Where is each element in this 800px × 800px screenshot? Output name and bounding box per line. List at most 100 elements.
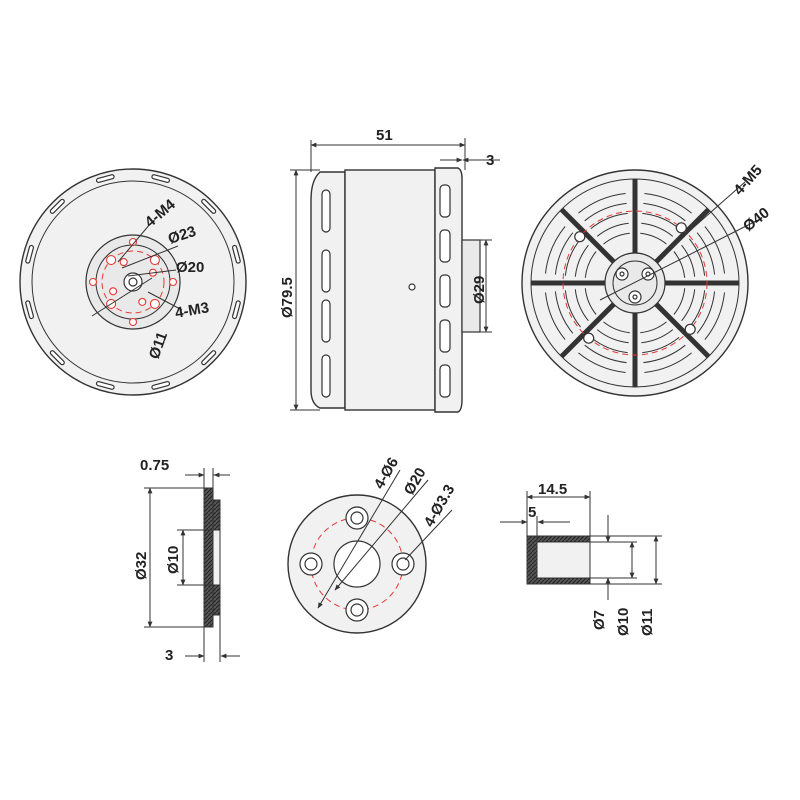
leader-d20 [127,269,177,277]
side-view: 51 3 Ø79.5 Ø29 [279,127,500,413]
adapter-hole-inner [350,511,364,525]
cooling-arc [644,193,692,214]
rim-slot [151,174,171,184]
leader-d11 [91,277,153,317]
cooling-arc [584,288,597,315]
leader-4-d6 [317,469,401,609]
leader-4-m4 [117,223,151,263]
label-length-51: 51 [376,127,393,144]
cooling-arc [681,244,696,277]
side-fin [439,364,451,398]
label-3-thick: 3 [165,647,173,664]
cooling-arc [584,344,627,364]
spoke-edge [561,303,615,357]
label-d79-5: Ø79.5 [279,277,296,318]
label-d20-adapter: Ø20 [401,465,430,498]
label-d29: Ø29 [471,276,488,304]
label-4-d6: 4-Ø6 [371,455,402,492]
cooling-arc [584,202,627,222]
label-d10: Ø10 [165,546,182,574]
label-d7: Ø7 [591,610,608,630]
mount-hole [88,277,98,287]
adapter-hole-inner [350,603,364,617]
rim-slot [95,380,115,390]
label-3: 3 [486,152,494,169]
mount-hole [128,317,138,327]
cooling-arc [578,193,626,214]
leader-4-d3-3 [404,509,453,561]
side-fin [439,184,451,218]
cooling-arc [643,202,686,222]
mount-hole [128,237,138,247]
side-left-fins [321,189,331,398]
cooling-arc [641,329,674,344]
label-d20: Ø20 [176,259,204,276]
cooling-arc [545,292,566,340]
cooling-arc [545,226,566,274]
back-pcd-circle [562,210,708,356]
side-fin [321,249,331,293]
cooling-arc [554,291,574,334]
cooling-arc [673,288,686,315]
back-mounting-holes [574,222,696,344]
adapter-holes [299,506,415,622]
cooling-arc [578,352,626,373]
label-d10-sleeve: Ø10 [615,608,632,636]
back-spokes [531,179,739,387]
cooling-arc [681,289,696,322]
mount-hole [106,255,117,266]
back-hole [583,332,595,344]
cooling-arc [689,238,706,276]
sleeve-view: 14.5 5 Ø7 Ø10 Ø11 [500,481,662,636]
front-view: 4-M4 Ø23 Ø20 4-M3 Ø11 [19,168,247,396]
cooling-arc [696,232,716,275]
cooling-arc [596,222,629,237]
leader-4-m3 [147,291,183,311]
cooling-arc [554,232,574,275]
prop-adapter-view: 4-Ø6 Ø20 4-Ø3.3 [287,455,459,634]
back-hole [675,222,687,234]
cooling-arc [640,232,667,245]
front-mounting-holes [88,237,178,327]
label-4-d3-3: 4-Ø3.3 [421,482,459,530]
back-view: 4-M5 Ø40 [521,162,773,397]
leader-d20-adapter [334,479,429,591]
mount-hole [168,277,178,287]
rim-slot [151,380,171,390]
side-fin [439,319,451,353]
mount-hole [109,287,118,296]
cooling-arc [673,251,686,278]
cooling-arc [603,232,630,245]
mount-hole [149,298,160,309]
cooling-arc [644,352,692,373]
rim-slot [49,350,65,366]
cooling-arc [590,212,628,229]
front-rim-slots [25,174,241,390]
spoke-edge [655,209,709,263]
spacer-view: 0.75 Ø32 Ø10 3 [133,457,240,664]
label-14-5: 14.5 [538,481,567,498]
cooling-arc [574,244,589,277]
rim-slot [231,300,241,320]
side-fin [321,189,331,233]
back-hole [574,231,586,243]
cooling-arc [564,290,581,328]
label-d11-sleeve: Ø11 [639,608,656,636]
rim-slot [25,244,35,264]
leader-d23 [121,245,179,269]
side-screw [408,283,416,291]
cooling-arc [704,292,725,340]
cooling-arc [643,344,686,364]
adapter-hole-inner [304,557,318,571]
rim-slot [49,198,65,214]
label-d40: Ø40 [740,204,773,235]
rim-slot [231,244,241,264]
back-hole [684,323,696,335]
label-4-m5: 4-M5 [730,162,766,199]
cooling-arc [704,226,725,274]
cooling-arc [640,321,667,334]
side-fin [439,274,451,308]
leader-4-m5 [676,181,746,243]
spoke-edge [655,303,709,357]
